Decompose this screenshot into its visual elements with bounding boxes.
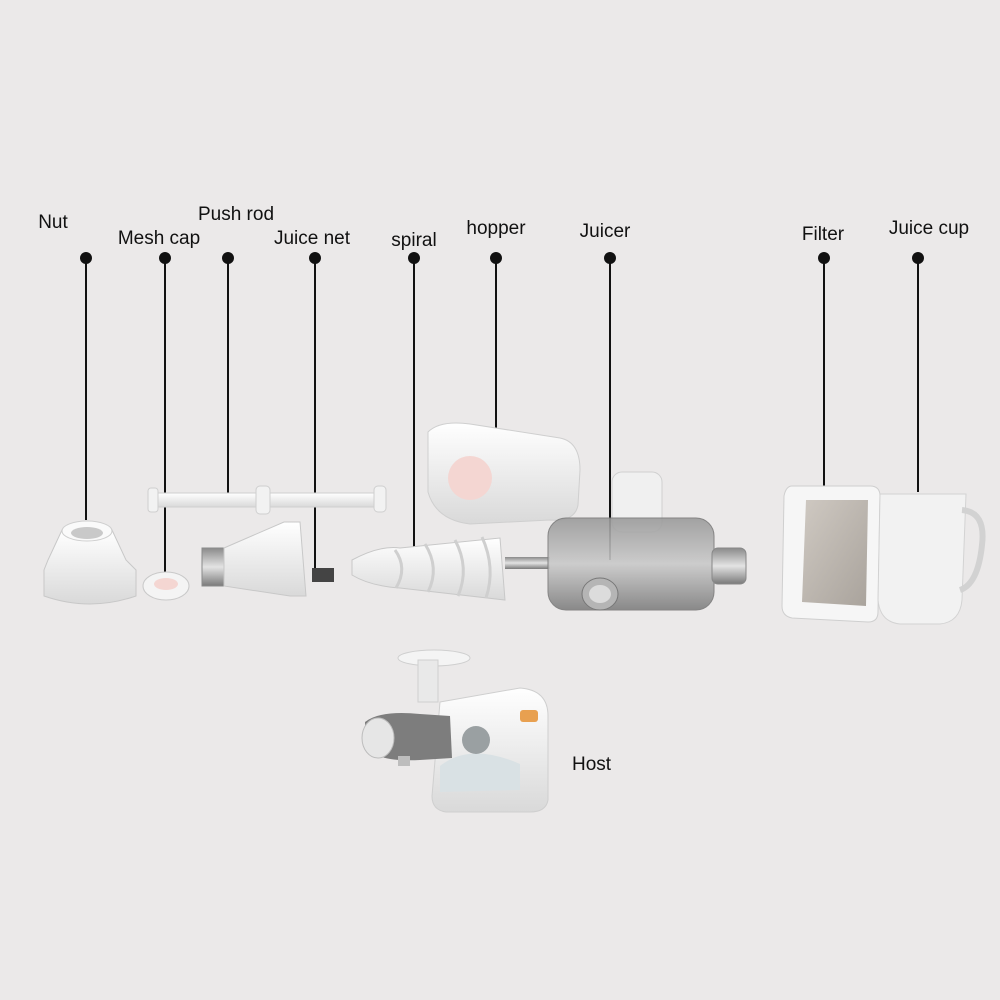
- spiral-part: [351, 536, 550, 601]
- push-rod-part: [147, 485, 387, 515]
- label-juice-cup: Juice cup: [888, 218, 970, 239]
- dot-juicer: [604, 252, 616, 264]
- host-part: [361, 649, 549, 813]
- label-spiral: spiral: [391, 230, 437, 251]
- label-juicer: Juicer: [579, 221, 631, 242]
- label-mesh-cap: Mesh cap: [117, 228, 201, 249]
- label-hopper: hopper: [466, 218, 526, 239]
- dot-hopper: [490, 252, 502, 264]
- leader-lines: [85, 258, 919, 588]
- label-juice-net: Juice net: [273, 228, 351, 249]
- juice-cup-part: [877, 493, 986, 625]
- dot-filter: [818, 252, 830, 264]
- label-host: Host: [572, 754, 612, 775]
- filter-part: [781, 485, 881, 623]
- label-nut: Nut: [38, 212, 68, 233]
- dot-juice-cup: [912, 252, 924, 264]
- juicer-part: [547, 471, 747, 611]
- mesh-cap-part: [142, 571, 190, 601]
- dot-nut: [80, 252, 92, 264]
- juice-net-part: [201, 521, 334, 597]
- dot-juice-net: [309, 252, 321, 264]
- dot-spiral: [408, 252, 420, 264]
- dot-push-rod: [222, 252, 234, 264]
- label-push-rod: Push rod: [197, 204, 275, 225]
- leader-dots: [80, 252, 924, 264]
- nut-part: [43, 520, 137, 605]
- dot-mesh-cap: [159, 252, 171, 264]
- hopper-part: [427, 422, 581, 525]
- label-filter: Filter: [801, 224, 845, 245]
